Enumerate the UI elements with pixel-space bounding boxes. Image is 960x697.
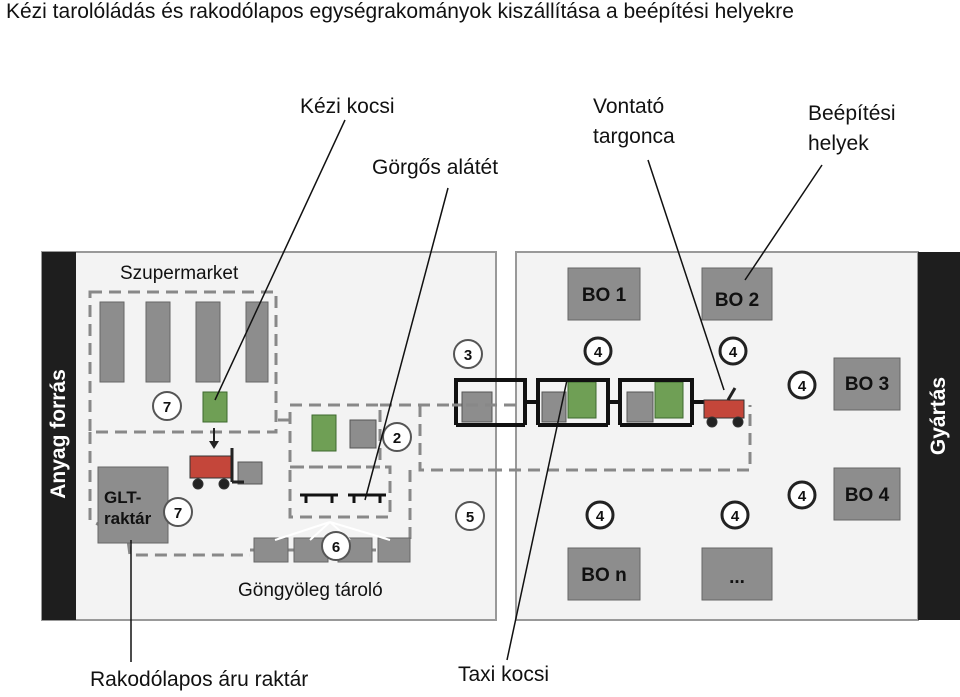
production-bar	[918, 252, 960, 620]
svg-text:4: 4	[729, 344, 738, 361]
svg-text:4: 4	[731, 508, 740, 525]
station-bo1: BO 1	[581, 285, 627, 306]
svg-text:7: 7	[163, 399, 171, 416]
tugger-tractor	[703, 387, 745, 428]
callout-beepitesi-line1: Beépítési	[808, 102, 896, 125]
callout-vontato-line2: targonca	[593, 125, 675, 148]
callout-gorgos-alatet: Görgős alátét	[372, 156, 499, 179]
green-crates	[202, 381, 684, 452]
svg-text:6: 6	[332, 539, 340, 556]
svg-text:2: 2	[393, 430, 401, 447]
number-marker-labels: 7 7 2 3 5 6	[163, 347, 474, 556]
glt-label-line2: raktár	[104, 509, 152, 528]
supermarket-racks	[99, 301, 269, 383]
callout-kezi-kocsi: Kézi kocsi	[300, 95, 395, 118]
callout-rakodolapos-raktar: Rakodólapos áru raktár	[90, 668, 309, 691]
supermarket-label: Szupermarket	[120, 263, 239, 284]
glt-warehouse-label: GLT- raktár	[104, 487, 151, 529]
callout-vontato-targonca: Vontató targonca	[593, 92, 675, 152]
callout-taxi-kocsi: Taxi kocsi	[458, 663, 550, 686]
route-dashes-right	[452, 403, 752, 472]
station-more: ...	[729, 567, 745, 588]
callout-beepitesi-helyek: Beépítési helyek	[808, 99, 896, 159]
tugger-train-trailers	[454, 378, 704, 427]
svg-text:5: 5	[466, 509, 474, 526]
cycle-marker-labels: 4 4 4 4 4 4	[594, 344, 807, 525]
svg-text:7: 7	[174, 505, 182, 522]
callout-vontato-line1: Vontató	[593, 95, 665, 118]
callout-leader-lines	[130, 119, 823, 662]
empties-storage-label: Göngyöleg tároló	[238, 580, 383, 601]
station-bo4: BO 4	[844, 485, 890, 506]
station-bon: BO n	[581, 565, 627, 586]
page-title: Kézi tarolóládás és rakodólapos egységra…	[6, 0, 794, 23]
svg-text:4: 4	[596, 508, 605, 525]
station-bo2: BO 2	[714, 290, 760, 311]
svg-text:4: 4	[798, 488, 807, 505]
station-boxes	[567, 267, 901, 601]
svg-text:4: 4	[594, 344, 603, 361]
material-source-bar	[42, 252, 76, 620]
grey-cargo-boxes	[237, 391, 654, 485]
number-markers	[152, 339, 485, 561]
station-bo3: BO 3	[844, 374, 890, 395]
forklift	[189, 448, 244, 490]
svg-text:4: 4	[798, 378, 807, 395]
glt-label-line1: GLT-	[104, 488, 142, 507]
glt-warehouse-block	[97, 466, 169, 544]
cycle-markers	[583, 336, 817, 530]
svg-text:3: 3	[464, 347, 472, 364]
empties-arrows	[274, 521, 391, 541]
production-label: Gyártás	[927, 376, 950, 456]
material-source-label: Anyag forrás	[47, 369, 70, 499]
callout-beepitesi-line2: helyek	[808, 132, 869, 155]
